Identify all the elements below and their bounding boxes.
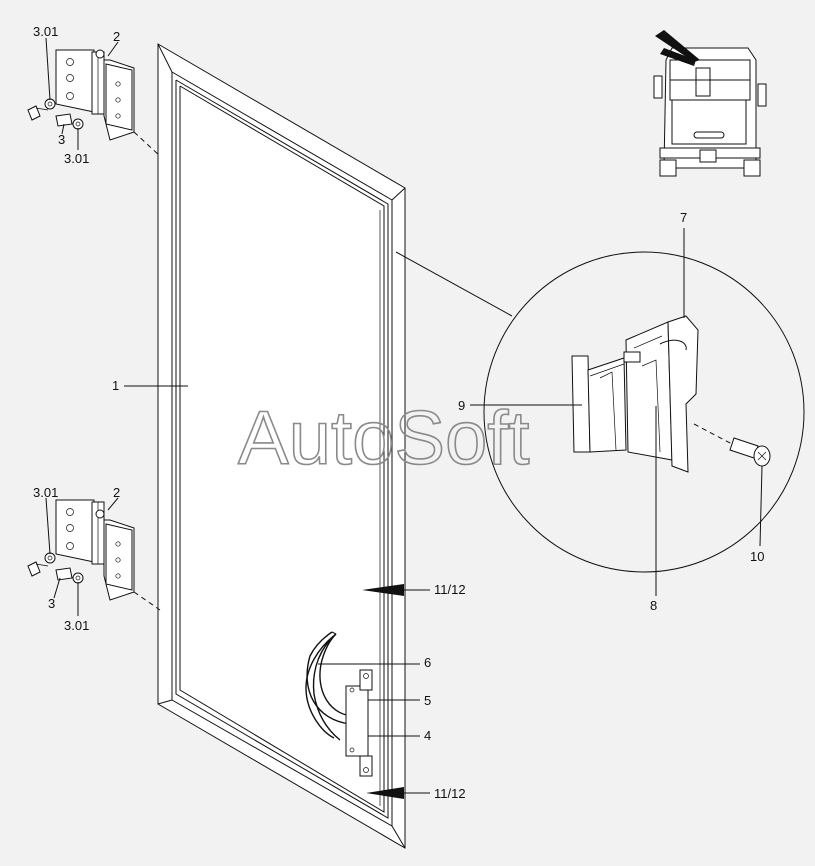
label-seal-lower: 11/12 [434, 786, 466, 801]
label-hinge-bottom-washer-b: 3.01 [64, 618, 89, 633]
label-profile-outer: 8 [650, 598, 657, 613]
hinge-top-leader [133, 131, 161, 157]
door-panel [157, 43, 406, 849]
label-latch-screw: 5 [424, 693, 431, 708]
hinge-bottom [55, 499, 135, 601]
label-seal-upper: 11/12 [434, 582, 466, 597]
door-handle [305, 631, 360, 741]
detail-circle [483, 251, 805, 573]
door-latch [345, 669, 373, 777]
detail-leader [395, 251, 513, 317]
callout-leaders [45, 37, 763, 737]
hinge-bottom-fasteners [27, 552, 84, 584]
watermark: AutoSoft [238, 396, 530, 481]
seal-profile [571, 315, 699, 473]
label-hinge-top-washer: 3.01 [33, 24, 58, 39]
seal-arrow-lower [366, 787, 430, 799]
label-door: 1 [112, 378, 119, 393]
hinge-top [55, 49, 135, 141]
label-profile-inner: 9 [458, 398, 465, 413]
label-handle: 6 [424, 655, 431, 670]
label-screw: 10 [750, 549, 764, 564]
label-profile-top: 7 [680, 210, 687, 225]
label-hinge-top-washer-b: 3.01 [64, 151, 89, 166]
label-hinge-bottom-screw: 3 [48, 596, 55, 611]
label-hinge-top-bracket: 2 [113, 29, 120, 44]
seal-arrow-upper [362, 584, 430, 596]
label-hinge-top-screw: 3 [58, 132, 65, 147]
label-hinge-bottom-washer: 3.01 [33, 485, 58, 500]
hinge-bottom-leader [133, 591, 161, 611]
label-latch: 4 [424, 728, 431, 743]
screw-leader [693, 423, 733, 445]
screw-10 [729, 437, 771, 467]
bus-locator-icon [653, 30, 767, 177]
label-hinge-bottom-bracket: 2 [113, 485, 120, 500]
